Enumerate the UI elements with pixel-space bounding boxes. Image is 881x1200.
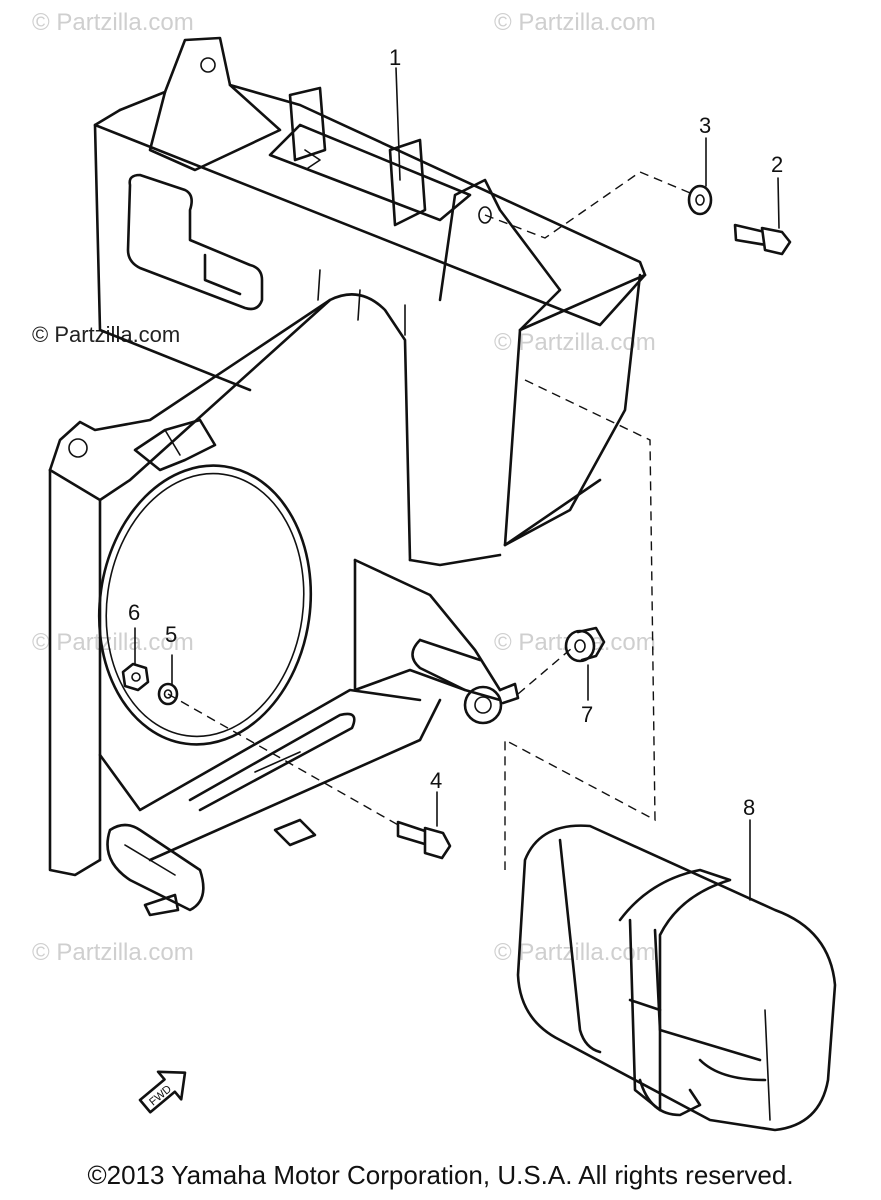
copyright-notice: ©2013 Yamaha Motor Corporation, U.S.A. A… bbox=[87, 1160, 794, 1190]
leader-lines bbox=[167, 171, 696, 870]
fwd-arrow-icon: FWD bbox=[138, 1070, 187, 1114]
part-4-bolt bbox=[396, 820, 452, 860]
watermark-bottom-left: © Partzilla.com bbox=[32, 939, 194, 966]
watermark-top-right: © Partzilla.com bbox=[494, 9, 656, 36]
callout-5: 5 bbox=[165, 622, 177, 647]
callout-6: 6 bbox=[128, 600, 140, 625]
watermark-dark: © Partzilla.com bbox=[32, 322, 180, 347]
watermark-lower-left: © Partzilla.com bbox=[32, 629, 194, 656]
part-2-bolt bbox=[733, 223, 792, 256]
watermark-top-left: © Partzilla.com bbox=[32, 9, 194, 36]
part-6-nut bbox=[121, 662, 150, 692]
callout-leaders bbox=[134, 67, 780, 901]
callout-2: 2 bbox=[771, 152, 783, 177]
callout-3: 3 bbox=[699, 113, 711, 138]
battery-case-assembly bbox=[48, 293, 520, 917]
callout-4: 4 bbox=[430, 768, 442, 793]
part-1-battery-box bbox=[93, 36, 647, 547]
callout-7: 7 bbox=[581, 702, 593, 727]
callout-8: 8 bbox=[743, 795, 755, 820]
part-7-collar bbox=[564, 626, 606, 663]
callout-1: 1 bbox=[389, 45, 401, 70]
part-8-battery bbox=[516, 824, 837, 1132]
part-3-washer bbox=[687, 184, 713, 216]
